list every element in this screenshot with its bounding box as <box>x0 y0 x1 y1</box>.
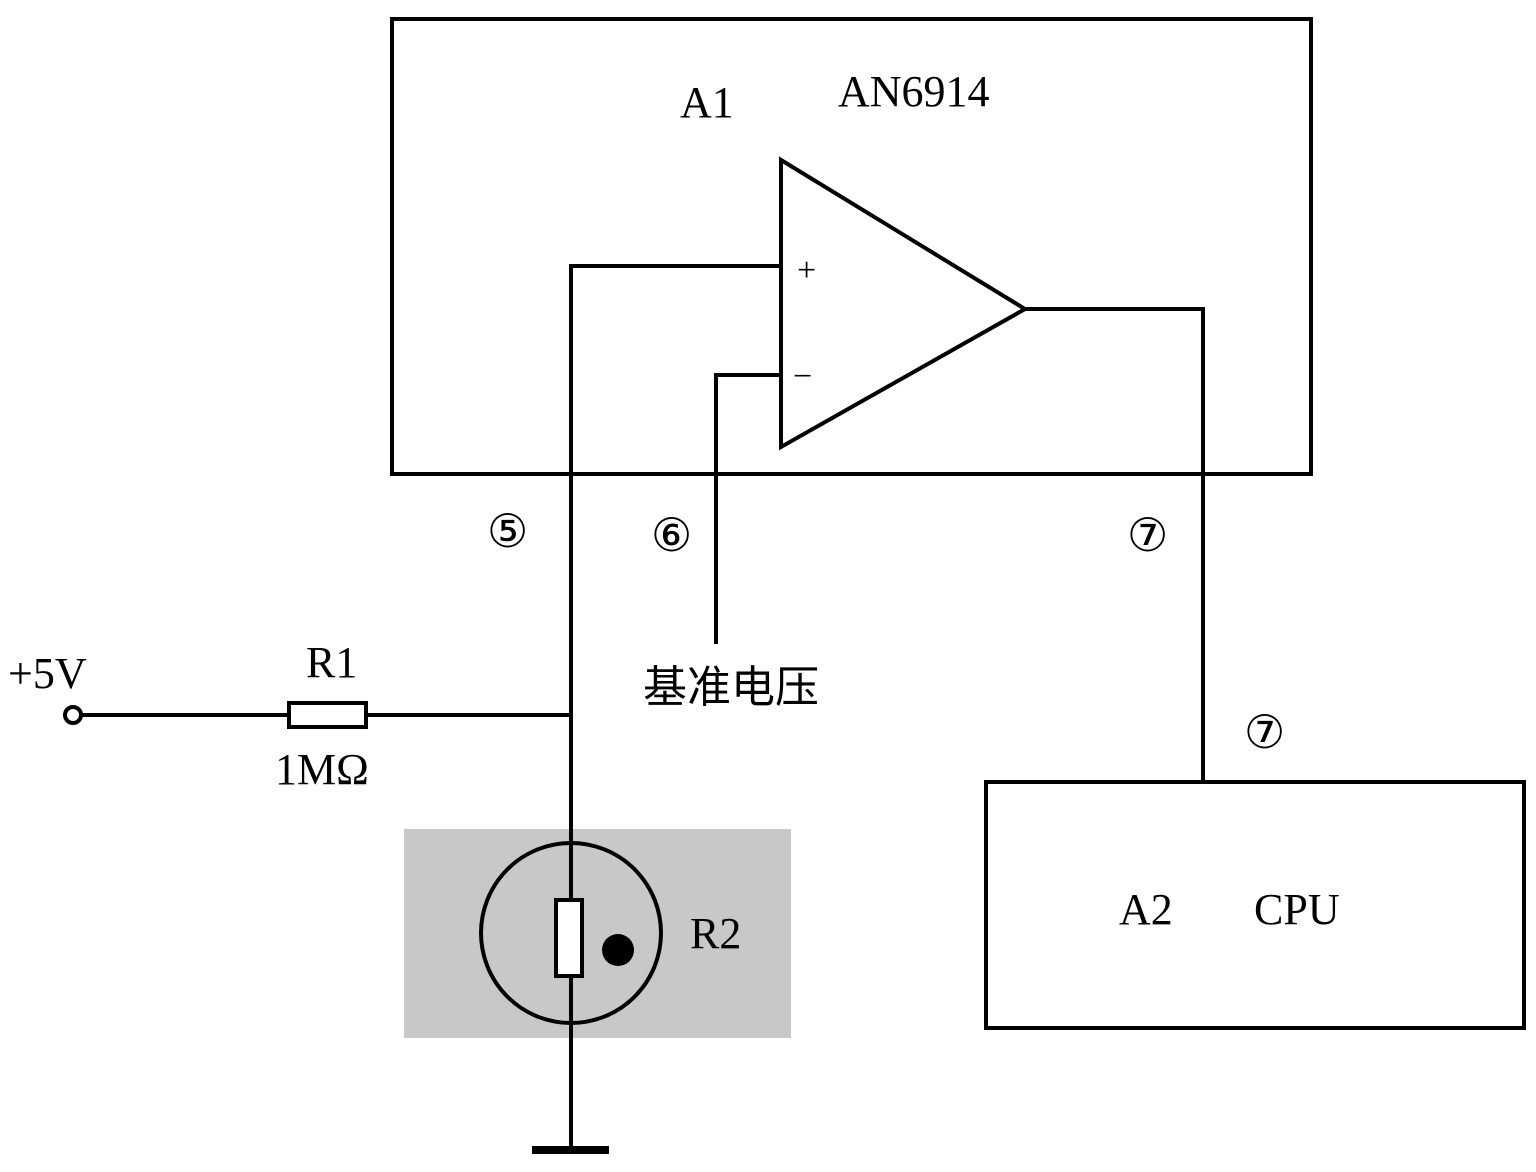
wire-pin7 <box>1023 307 1205 784</box>
r2-sensor-background <box>404 829 791 1038</box>
a2-part: CPU <box>1254 885 1340 934</box>
r2-label: R2 <box>690 909 741 958</box>
a1-chip-box <box>390 17 1313 476</box>
a2-chip-box <box>984 780 1526 1030</box>
pin-7-label-a2: ⑦ <box>1244 705 1285 759</box>
pin-6-label: ⑥ <box>651 508 692 562</box>
pin-5-label: ⑤ <box>487 504 528 558</box>
resistor-r2 <box>554 898 584 978</box>
a2-label: A2 <box>1119 885 1173 934</box>
r1-value: 1MΩ <box>275 745 369 794</box>
reference-voltage-label: 基准电压 <box>643 662 819 713</box>
r2-light-dot <box>602 934 634 966</box>
resistor-r1 <box>287 701 368 729</box>
supply-terminal <box>63 705 83 725</box>
r1-label: R1 <box>306 638 357 687</box>
opamp-plus-sign: + <box>797 252 816 289</box>
pin-7-label-a1: ⑦ <box>1127 508 1168 562</box>
supply-label: +5V <box>8 649 87 698</box>
wire-pin6 <box>714 373 783 644</box>
a1-part-number: AN6914 <box>838 67 990 116</box>
a1-label: A1 <box>680 78 734 127</box>
r2-sensor-circle <box>479 841 663 1025</box>
opamp-symbol <box>779 156 1029 451</box>
opamp-minus-sign: − <box>793 358 812 395</box>
